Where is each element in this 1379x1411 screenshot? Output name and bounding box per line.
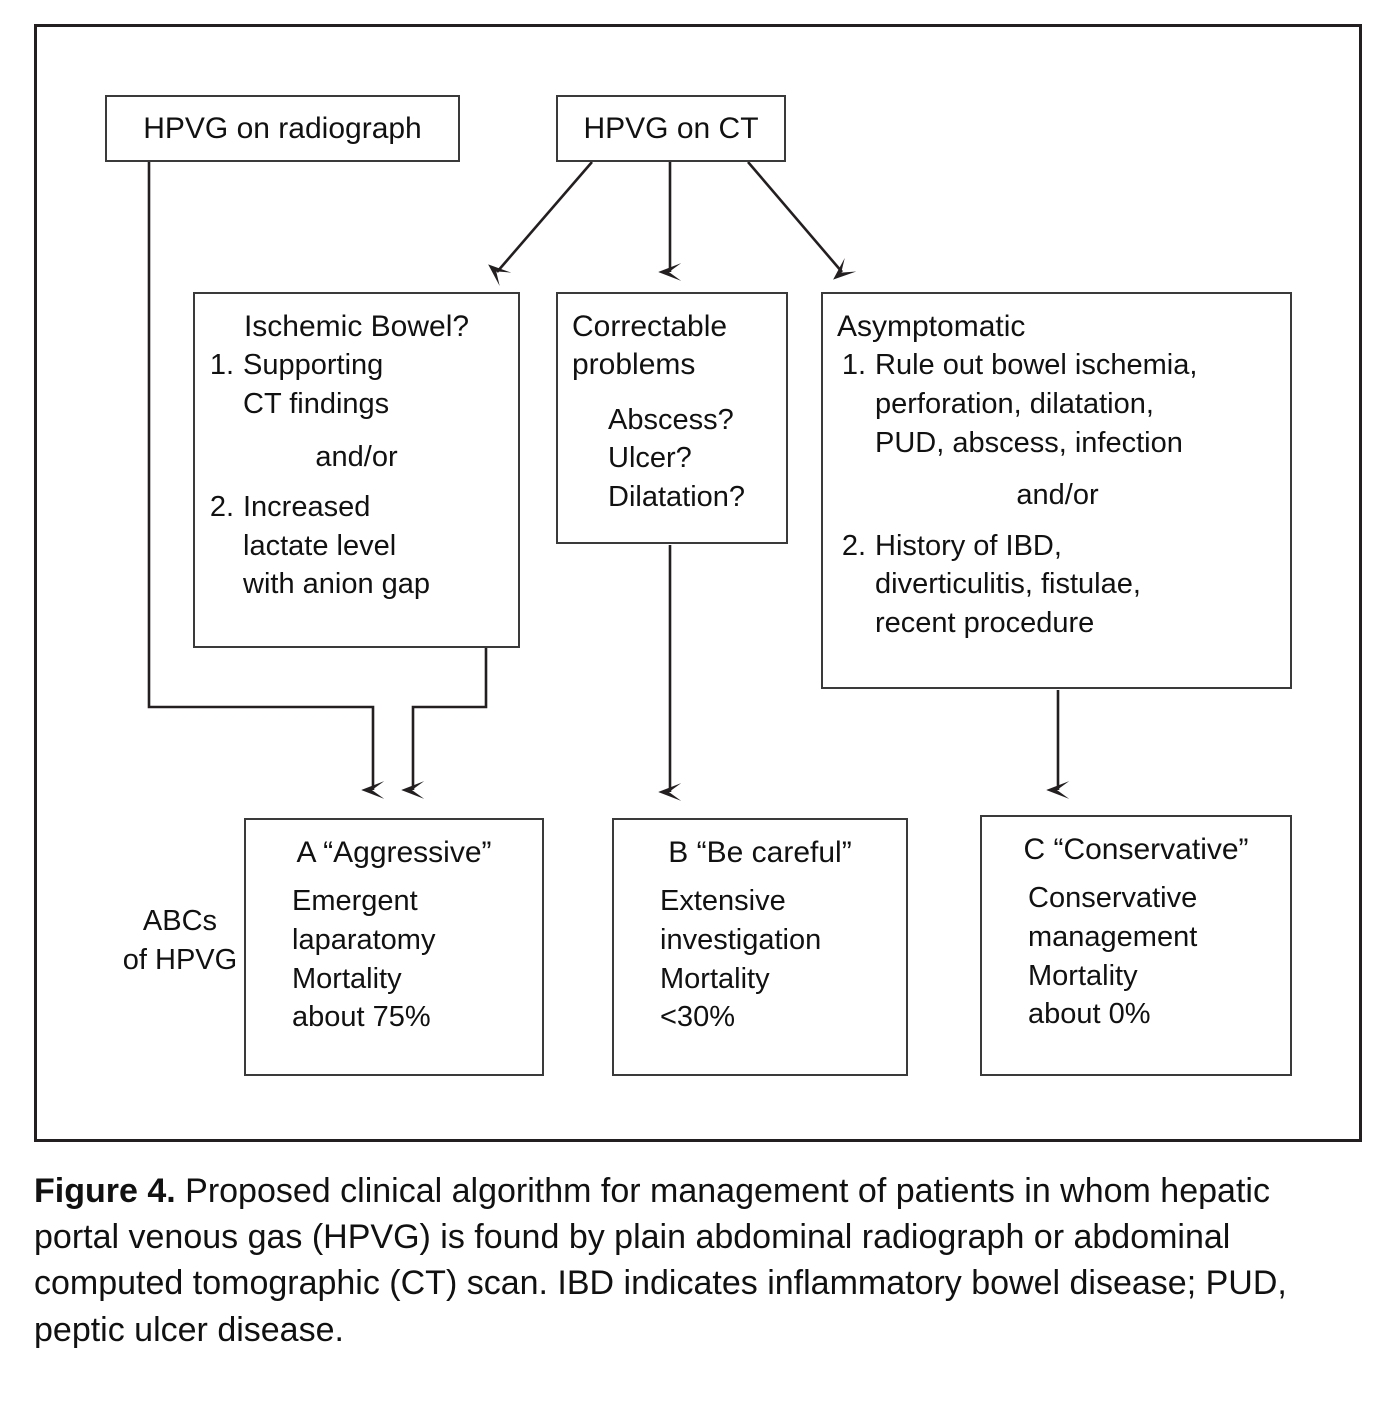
node-hpvg-on-ct: HPVG on CT bbox=[556, 95, 786, 162]
ischemic-item-1-number: 1. bbox=[209, 349, 234, 382]
node-hpvg-on-radiograph-label: HPVG on radiograph bbox=[143, 111, 422, 145]
node-asymptomatic: Asymptomatic 1. Rule out bowel ischemia,… bbox=[821, 292, 1292, 689]
outcome-b-body: Extensive investigation Mortality <30% bbox=[660, 885, 822, 1034]
asymptomatic-item-1: 1. Rule out bowel ischemia, perforation,… bbox=[837, 346, 1278, 462]
asymptomatic-title: Asymptomatic bbox=[837, 310, 1026, 343]
figure-caption-label: Figure 4. bbox=[34, 1172, 176, 1210]
correctable-title: Correctable problems bbox=[572, 310, 728, 382]
outcome-b-title: B “Be careful” bbox=[668, 836, 852, 869]
outcome-c-title: C “Conservative” bbox=[1023, 833, 1249, 866]
asymptomatic-item-1-number: 1. bbox=[841, 349, 866, 382]
node-ischemic-bowel: Ischemic Bowel? 1. Supporting CT finding… bbox=[193, 292, 520, 648]
node-outcome-b-be-careful: B “Be careful” Extensive investigation M… bbox=[612, 818, 908, 1076]
node-hpvg-on-radiograph: HPVG on radiograph bbox=[105, 95, 460, 162]
ischemic-and-or: and/or bbox=[315, 440, 398, 473]
ischemic-item-2-number: 2. bbox=[209, 491, 234, 524]
figure-caption-text: Proposed clinical algorithm for manageme… bbox=[34, 1172, 1287, 1349]
outcome-a-title: A “Aggressive” bbox=[296, 836, 492, 869]
outcome-c-body: Conservative management Mortality about … bbox=[1028, 882, 1198, 1031]
node-outcome-a-aggressive: A “Aggressive” Emergent laparatomy Morta… bbox=[244, 818, 544, 1076]
asymptomatic-item-2: 2. History of IBD, diverticulitis, fistu… bbox=[837, 527, 1278, 643]
asymptomatic-item-2-text: History of IBD, diverticulitis, fistulae… bbox=[875, 529, 1141, 639]
ischemic-item-2-text: Increased lactate level with anion gap bbox=[243, 491, 431, 601]
asymptomatic-item-2-number: 2. bbox=[841, 529, 866, 562]
outcome-a-body: Emergent laparatomy Mortality about 75% bbox=[292, 885, 436, 1034]
asymptomatic-item-1-text: Rule out bowel ischemia, perforation, di… bbox=[875, 349, 1198, 459]
node-hpvg-on-ct-label: HPVG on CT bbox=[583, 111, 759, 145]
ischemic-item-2: 2. Increased lactate level with anion ga… bbox=[205, 488, 508, 604]
asymptomatic-and-or: and/or bbox=[1016, 479, 1099, 512]
node-outcome-c-conservative: C “Conservative” Conservative management… bbox=[980, 815, 1292, 1076]
ischemic-title: Ischemic Bowel? bbox=[243, 310, 470, 343]
correctable-items: Abscess? Ulcer? Dilatation? bbox=[608, 403, 746, 513]
abcs-of-hpvg-label: ABCs of HPVG bbox=[122, 905, 238, 976]
ischemic-item-1: 1. Supporting CT findings bbox=[205, 346, 508, 423]
ischemic-item-1-text: Supporting CT findings bbox=[243, 349, 390, 420]
figure-caption: Figure 4. Proposed clinical algorithm fo… bbox=[34, 1168, 1354, 1353]
node-correctable-problems: Correctable problems Abscess? Ulcer? Dil… bbox=[556, 292, 788, 544]
